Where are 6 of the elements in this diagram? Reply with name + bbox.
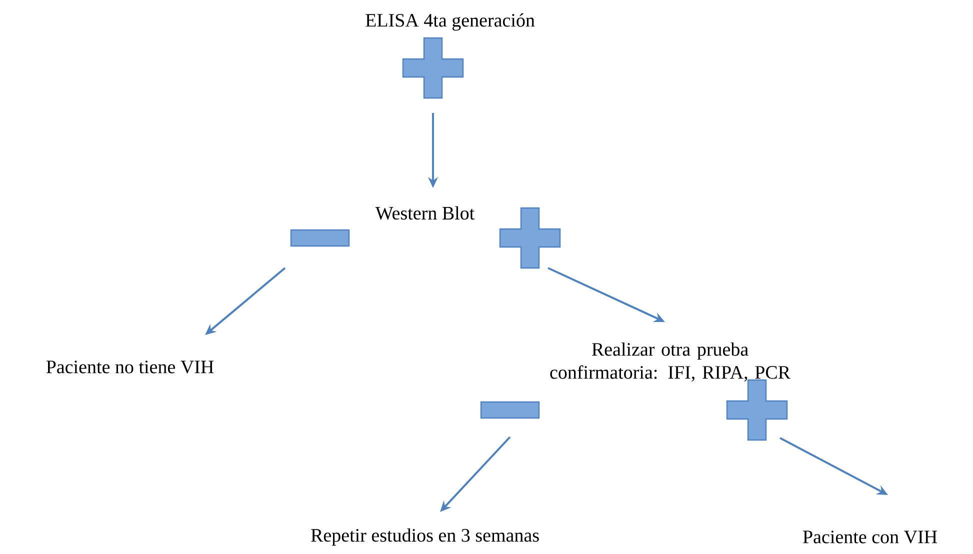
text-label: Paciente no tiene VIH <box>46 360 214 374</box>
text-label: Realizar otra prueba confirmatoria: IFI, RIPA, PCR <box>550 342 790 382</box>
text-label: Paciente con VIH <box>803 530 937 544</box>
text-label: Repetir estudios en 3 semanas <box>311 528 539 546</box>
text-label: ELISA 4ta generación <box>366 13 535 31</box>
text-label: Western Blot <box>375 206 474 220</box>
